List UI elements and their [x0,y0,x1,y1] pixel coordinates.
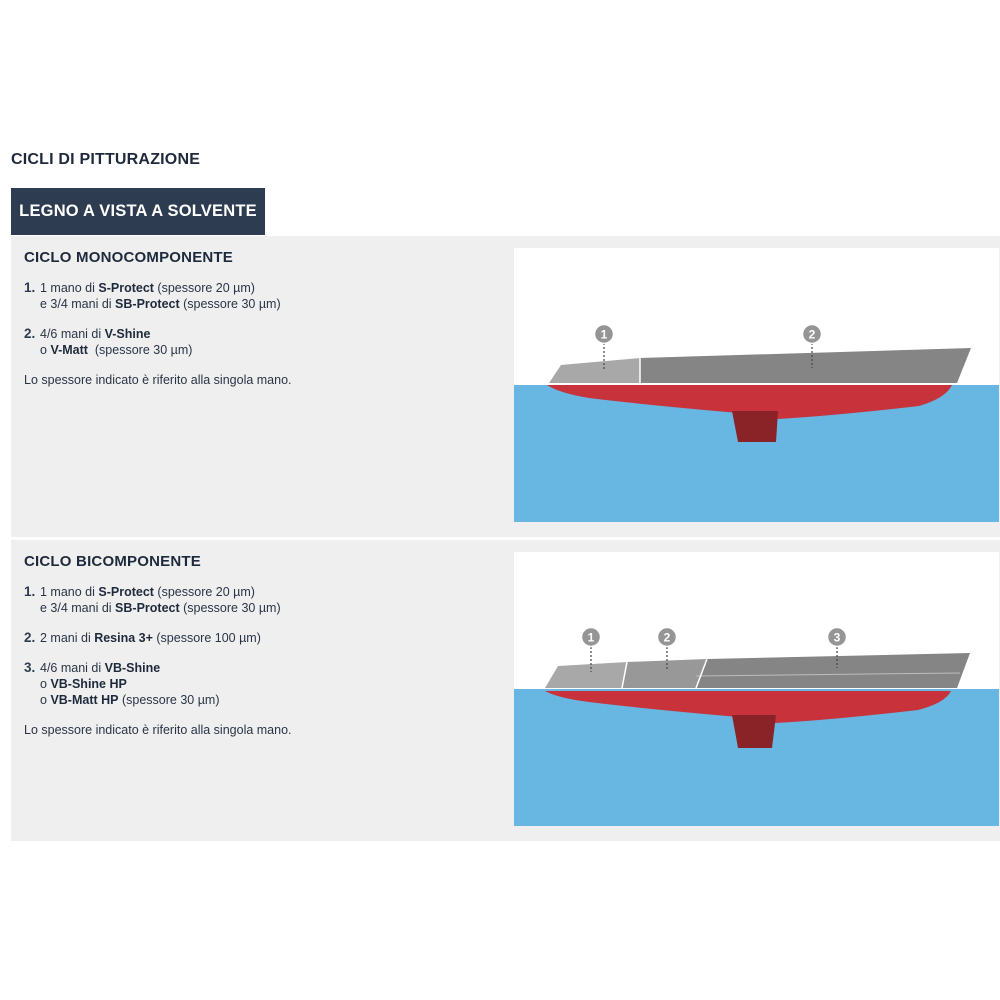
step-item: 2. 4/6 mani di V-Shine o V-Matt (spessor… [24,326,494,358]
hull [545,691,951,724]
step-line: 1 mano di S-Protect (spessore 20 µm) [40,585,255,599]
cycle-panel-monocomponente: CICLO MONOCOMPONENTE 1. 1 mano di S-Prot… [11,236,1000,537]
step-number: 1. [24,584,36,599]
page-title: CICLI DI PITTURAZIONE [11,151,201,168]
step-line: o VB-Matt HP (spessore 30 µm) [40,693,220,707]
marker-2-icon: 2 [656,626,678,648]
step-line: e 3/4 mani di SB-Protect (spessore 30 µm… [40,297,281,311]
layer-2 [622,659,707,688]
cycle-title: CICLO BICOMPONENTE [24,553,201,570]
step-item: 2. 2 mani di Resina 3+ (spessore 100 µm) [24,630,494,646]
step-number: 2. [24,326,36,341]
layer-3 [696,653,970,688]
svg-text:3: 3 [834,631,841,645]
step-line: o V-Matt (spessore 30 µm) [40,343,193,357]
keel [732,715,776,748]
hull [547,385,952,420]
svg-text:2: 2 [809,328,816,342]
layer-1 [545,662,627,688]
step-item: 3. 4/6 mani di VB-Shine o VB-Shine HP o … [24,660,494,708]
svg-text:1: 1 [588,631,595,645]
marker-1-icon: 1 [593,323,615,345]
step-list: 1. 1 mano di S-Protect (spessore 20 µm) … [24,280,494,388]
svg-text:1: 1 [601,328,608,342]
svg-text:2: 2 [664,631,671,645]
step-list: 1. 1 mano di S-Protect (spessore 20 µm) … [24,584,494,738]
thickness-note: Lo spessore indicato è riferito alla sin… [24,373,292,387]
step-number: 1. [24,280,36,295]
step-number: 2. [24,630,36,645]
step-line: e 3/4 mani di SB-Protect (spessore 30 µm… [40,601,281,615]
step-item: 1. 1 mano di S-Protect (spessore 20 µm) … [24,280,494,312]
step-line: 1 mano di S-Protect (spessore 20 µm) [40,281,255,295]
step-line: 2 mani di Resina 3+ (spessore 100 µm) [40,631,261,645]
tab-legno-a-vista-a-solvente[interactable]: LEGNO A VISTA A SOLVENTE [11,188,265,235]
layer-2 [640,348,971,383]
boat-diagram-bicomponente: 1 2 3 [514,552,999,826]
keel [732,411,778,442]
step-item: 1. 1 mano di S-Protect (spessore 20 µm) … [24,584,494,616]
marker-2-icon: 2 [801,323,823,345]
step-number: 3. [24,660,36,675]
cycle-title: CICLO MONOCOMPONENTE [24,249,233,266]
boat-diagram-monocomponente: 1 2 [514,248,999,522]
layer-1 [549,358,640,383]
marker-1-icon: 1 [580,626,602,648]
marker-3-icon: 3 [826,626,848,648]
thickness-note: Lo spessore indicato è riferito alla sin… [24,723,292,737]
step-line: 4/6 mani di V-Shine [40,327,151,341]
step-line: o VB-Shine HP [40,677,127,691]
step-line: 4/6 mani di VB-Shine [40,661,161,675]
cycle-panel-bicomponente: CICLO BICOMPONENTE 1. 1 mano di S-Protec… [11,540,1000,841]
